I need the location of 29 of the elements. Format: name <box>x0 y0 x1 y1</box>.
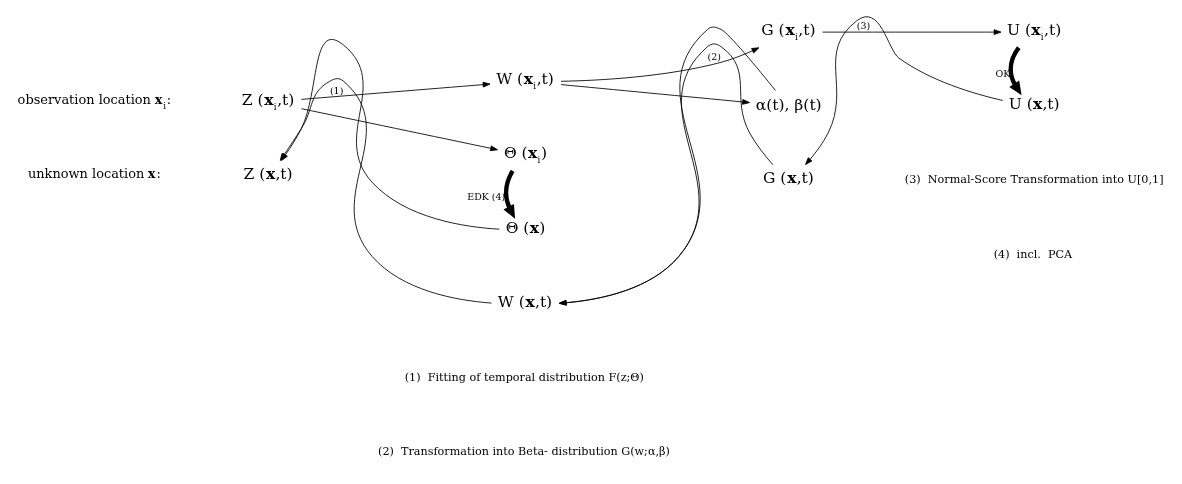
arrow <box>560 47 760 82</box>
label: (3) Normal-Score Transformation into U[0,1] <box>904 173 1164 187</box>
node-text: W (x,t) <box>497 291 553 311</box>
node-text: G (x,t) <box>763 168 814 188</box>
node-text: W (x$_{i}$,t) <box>496 69 554 92</box>
edge-label: (3) <box>856 20 871 32</box>
node-text: Θ (x) <box>505 217 546 237</box>
label: (2) Transformation into Beta- distribution G(w;α,β) <box>378 444 670 458</box>
arrow <box>1008 46 1022 96</box>
node-text: Z (x,t) <box>243 164 293 184</box>
node-text: U (x$_{i}$,t) <box>1007 20 1062 43</box>
arrow <box>822 29 1002 35</box>
arrow <box>503 169 516 219</box>
arrow <box>301 81 491 100</box>
arrow <box>560 84 750 105</box>
node-text: Z (x$_{i}$,t) <box>241 89 295 112</box>
arrow <box>805 16 1004 165</box>
edge-label: (1) <box>329 85 344 97</box>
node-text: α(t), β(t) <box>755 96 822 115</box>
label: (1) Fitting of temporal distribution F(z;Θ) <box>404 370 644 384</box>
label: observation location x$_{i}$: <box>17 92 172 112</box>
label: (4) incl. PCA <box>993 247 1073 261</box>
label: unknown location x: <box>27 166 161 182</box>
edge-label: (2) <box>707 50 722 62</box>
node-text: G (x$_{i}$,t) <box>761 20 816 43</box>
node-text: Θ (x$_{i}$) <box>503 143 548 166</box>
node-text: U (x,t) <box>1008 94 1060 114</box>
arrow <box>301 108 498 152</box>
edge-label: EDK (4) <box>467 191 506 203</box>
